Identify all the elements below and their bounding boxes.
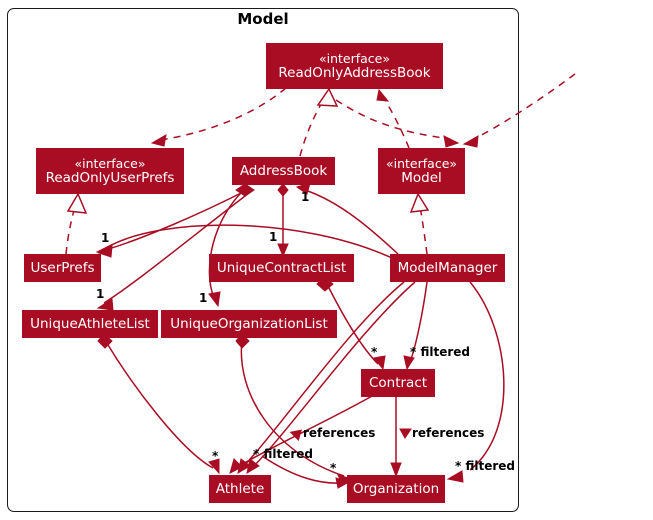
edge-arrowhead-hollow <box>409 192 430 213</box>
class-node-athlete[interactable]: Athlete <box>209 475 271 503</box>
edge-arrowhead-filled <box>150 134 167 147</box>
class-name-label: UserPrefs <box>30 259 95 276</box>
edge-readonlyaddressbook-to-model <box>335 99 451 140</box>
class-node-uniqueorganizationlist[interactable]: UniqueOrganizationList <box>161 310 337 338</box>
edge-modelmanager-filtered-organization <box>469 281 505 471</box>
class-name-label: Athlete <box>215 480 265 497</box>
edge-addressbook-to-uniqueathletelist <box>103 189 254 304</box>
edge-arrowhead-filled <box>373 355 386 371</box>
edge-uniquecontractlist-contains-contract <box>325 281 379 365</box>
edge-arrowhead-hollow <box>316 87 339 107</box>
edge-modelmanager-to-athlete <box>241 281 405 469</box>
class-node-model[interactable]: «interface» Model <box>378 148 465 194</box>
edge-label-references-down: references <box>412 426 485 440</box>
edge-label-organization-filtered: * filtered <box>455 459 515 473</box>
package-title: Model <box>237 10 289 28</box>
edge-uniqueorganizationlist-contains-organization <box>240 339 345 477</box>
stereotype-label: «interface» <box>318 51 391 66</box>
class-name-label: ReadOnlyAddressBook <box>278 65 431 81</box>
edge-addressbook-to-userprefs <box>104 189 248 251</box>
class-node-uniquecontractlist[interactable]: UniqueContractList <box>209 254 354 282</box>
stereotype-label: «interface» <box>385 156 458 171</box>
class-node-uniqueathletelist[interactable]: UniqueAthleteList <box>22 310 158 338</box>
edge-label-contract-star: * <box>371 345 378 359</box>
class-name-label: ModelManager <box>397 259 498 276</box>
edge-label-userprefs-multiplicity: 1 <box>101 231 110 245</box>
class-name-label: UniqueAthleteList <box>30 315 150 332</box>
class-node-organization[interactable]: Organization <box>347 475 445 503</box>
edge-readonlyaddressbook-to-readonlyuserprefs <box>159 87 287 141</box>
edge-modelmanager-filtered-contract <box>409 281 428 363</box>
edge-label-athlete-star: * <box>212 449 219 463</box>
references-down-triangle-icon <box>399 428 412 439</box>
edge-external-to-model <box>471 73 576 141</box>
class-node-readonlyaddressbook[interactable]: «interface» ReadOnlyAddressBook <box>266 43 443 89</box>
edge-uniqueathletelist-contains-athlete <box>104 339 214 469</box>
class-node-readonlyuserprefs[interactable]: «interface» ReadOnlyUserPrefs <box>36 148 184 194</box>
class-node-addressbook[interactable]: AddressBook <box>232 157 335 185</box>
edge-diamond-composition <box>277 183 289 197</box>
class-name-label: Contract <box>368 374 428 391</box>
edge-userprefs-implements-readonlyuserprefs <box>65 203 77 255</box>
edge-modelmanager-to-addressbook <box>304 189 399 255</box>
edge-arrowhead-filled <box>446 470 464 483</box>
edge-model-uses-readonlyaddressbook <box>381 94 410 149</box>
class-name-label: AddressBook <box>239 162 328 179</box>
edge-arrowhead-filled <box>335 477 351 489</box>
references-up-triangle-icon <box>289 429 302 442</box>
class-node-modelmanager[interactable]: ModelManager <box>390 254 505 282</box>
edge-label-contractlist-multiplicity: 1 <box>269 230 278 244</box>
edge-label-athlete-filtered: * filtered <box>253 447 313 461</box>
edge-arrowhead-filled <box>403 355 415 371</box>
edge-label-addressbook-contractlist-1: 1 <box>301 190 310 204</box>
edge-arrowhead-filled <box>96 298 114 311</box>
edge-modelmanager-to-userprefs <box>105 224 393 259</box>
class-name-label: UniqueOrganizationList <box>170 315 328 332</box>
edge-modelmanager-implements-model <box>418 199 428 255</box>
edge-athlete-to-organization <box>261 455 342 484</box>
edge-label-organization-star: * <box>330 461 337 475</box>
edge-arrowhead-filled <box>208 458 220 475</box>
edge-arrowhead-filled <box>229 458 243 474</box>
edge-arrowhead-filled <box>208 291 221 308</box>
edge-arrowhead-hollow <box>66 192 88 214</box>
class-node-userprefs[interactable]: UserPrefs <box>24 254 101 282</box>
stereotype-label: «interface» <box>74 156 146 171</box>
edge-arrowhead-filled <box>295 182 311 195</box>
edge-label-orglist-multiplicity: 1 <box>199 291 208 305</box>
edge-arrowhead-filled <box>97 245 113 258</box>
package-frame <box>7 8 519 512</box>
class-name-label: ReadOnlyUserPrefs <box>45 170 175 186</box>
edge-arrowhead-filled <box>376 88 390 102</box>
class-name-label: UniqueContractList <box>216 259 347 276</box>
edge-arrowhead-filled <box>390 462 402 478</box>
class-name-label: Model <box>401 170 442 186</box>
edge-arrowhead-filled <box>462 135 479 148</box>
edge-arrowhead-filled <box>277 243 289 258</box>
class-node-contract[interactable]: Contract <box>361 369 435 397</box>
class-name-label: Organization <box>352 480 440 497</box>
edge-label-athletelist-multiplicity: 1 <box>96 287 105 301</box>
edge-label-references-up: references <box>303 426 376 440</box>
edge-addressbook-to-uniqueorganizationlist <box>208 189 245 299</box>
edge-label-contract-filtered: * filtered <box>410 345 470 359</box>
edge-arrowhead-filled <box>443 135 460 148</box>
